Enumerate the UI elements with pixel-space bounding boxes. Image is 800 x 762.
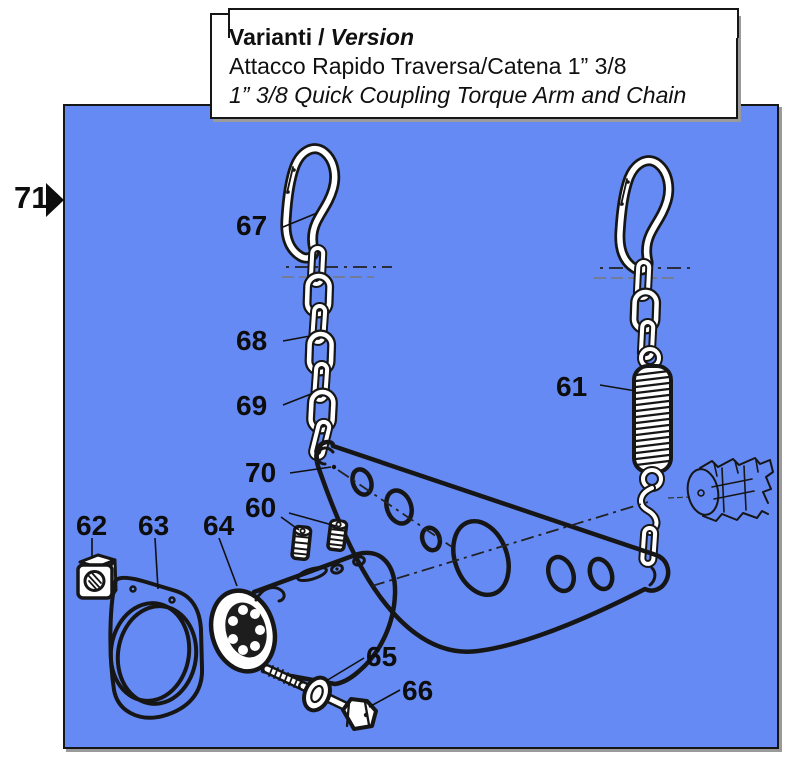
part-label-61: 61 (556, 371, 588, 402)
chain-left-drawing (307, 248, 334, 459)
part-label-66: 66 (402, 675, 434, 706)
square-nut-drawing (76, 553, 118, 600)
title-box: Varianti/Version Attacco Rapido Traversa… (210, 8, 739, 119)
title-subtitle-en: 1” 3/8 Quick Coupling Torque Arm and Cha… (229, 82, 687, 108)
snap-hook-left-drawing (286, 149, 335, 258)
figure-arrow-icon (46, 183, 64, 217)
part-label-65: 65 (366, 641, 398, 672)
part-label-68: 68 (236, 325, 268, 356)
part-label-63: 63 (138, 510, 170, 541)
clamp-drawing (108, 575, 205, 720)
title-variant-en: Version (330, 24, 415, 50)
torque-arm-drawing (314, 439, 671, 654)
pto-shaft-stub-drawing (667, 457, 774, 522)
title-line-variant: Varianti/Version (229, 22, 736, 52)
snap-hook-right-drawing (620, 161, 669, 270)
title-subtitle-it: Attacco Rapido Traversa/Catena 1” 3/8 (229, 53, 627, 79)
centerlines (337, 469, 649, 587)
bolt-drawing (262, 664, 378, 731)
coupling-sleeve-drawing (208, 550, 398, 687)
part-label-70: 70 (245, 457, 277, 488)
title-separator: / (318, 24, 325, 50)
set-screws-drawing (290, 518, 349, 562)
chain-right-drawing (634, 262, 657, 359)
leader-lines (91, 212, 637, 708)
figure-number: 71 (14, 180, 49, 215)
spring-drawing (632, 345, 673, 564)
part-label-60: 60 (245, 492, 277, 523)
part-label-69: 69 (236, 390, 268, 421)
title-variant-it: Varianti (229, 24, 313, 50)
part-label-67: 67 (236, 210, 268, 241)
part-label-62: 62 (76, 510, 108, 541)
part-label-64: 64 (203, 510, 235, 541)
